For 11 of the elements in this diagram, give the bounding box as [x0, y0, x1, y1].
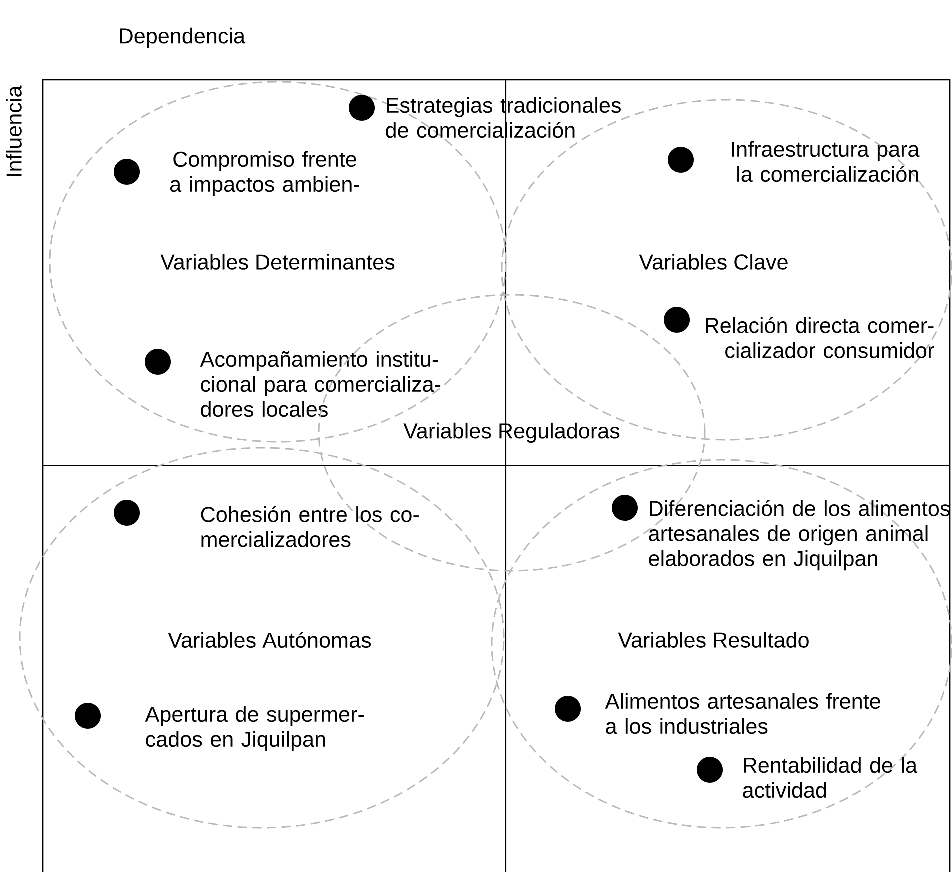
point-label: Infraestructura para la comercialización [732, 141, 920, 182]
point-label: Cohesión entre los co- mercializadores [201, 506, 419, 548]
point-label: Rentabilidad de la actividad [743, 757, 918, 798]
point-label: Alimentos artesanales frente a los industriales [605, 693, 880, 734]
point-label: Diferenciación de los alimentos artesanales de origen animal elaborados en Jiquilpan [649, 500, 950, 571]
point-label: Relación directa comer- cializador consumidor [706, 317, 934, 358]
axis-title: Influencia [6, 86, 22, 176]
point-label: Compromiso frente a impactos ambien- [170, 151, 360, 196]
point-label: Acompañamiento institu- cional para comercializa- dores locales [200, 351, 441, 418]
point-label: Apertura de supermer- cados en Jiquilpan [145, 706, 364, 752]
axis-title: Dependencia [120, 28, 246, 48]
